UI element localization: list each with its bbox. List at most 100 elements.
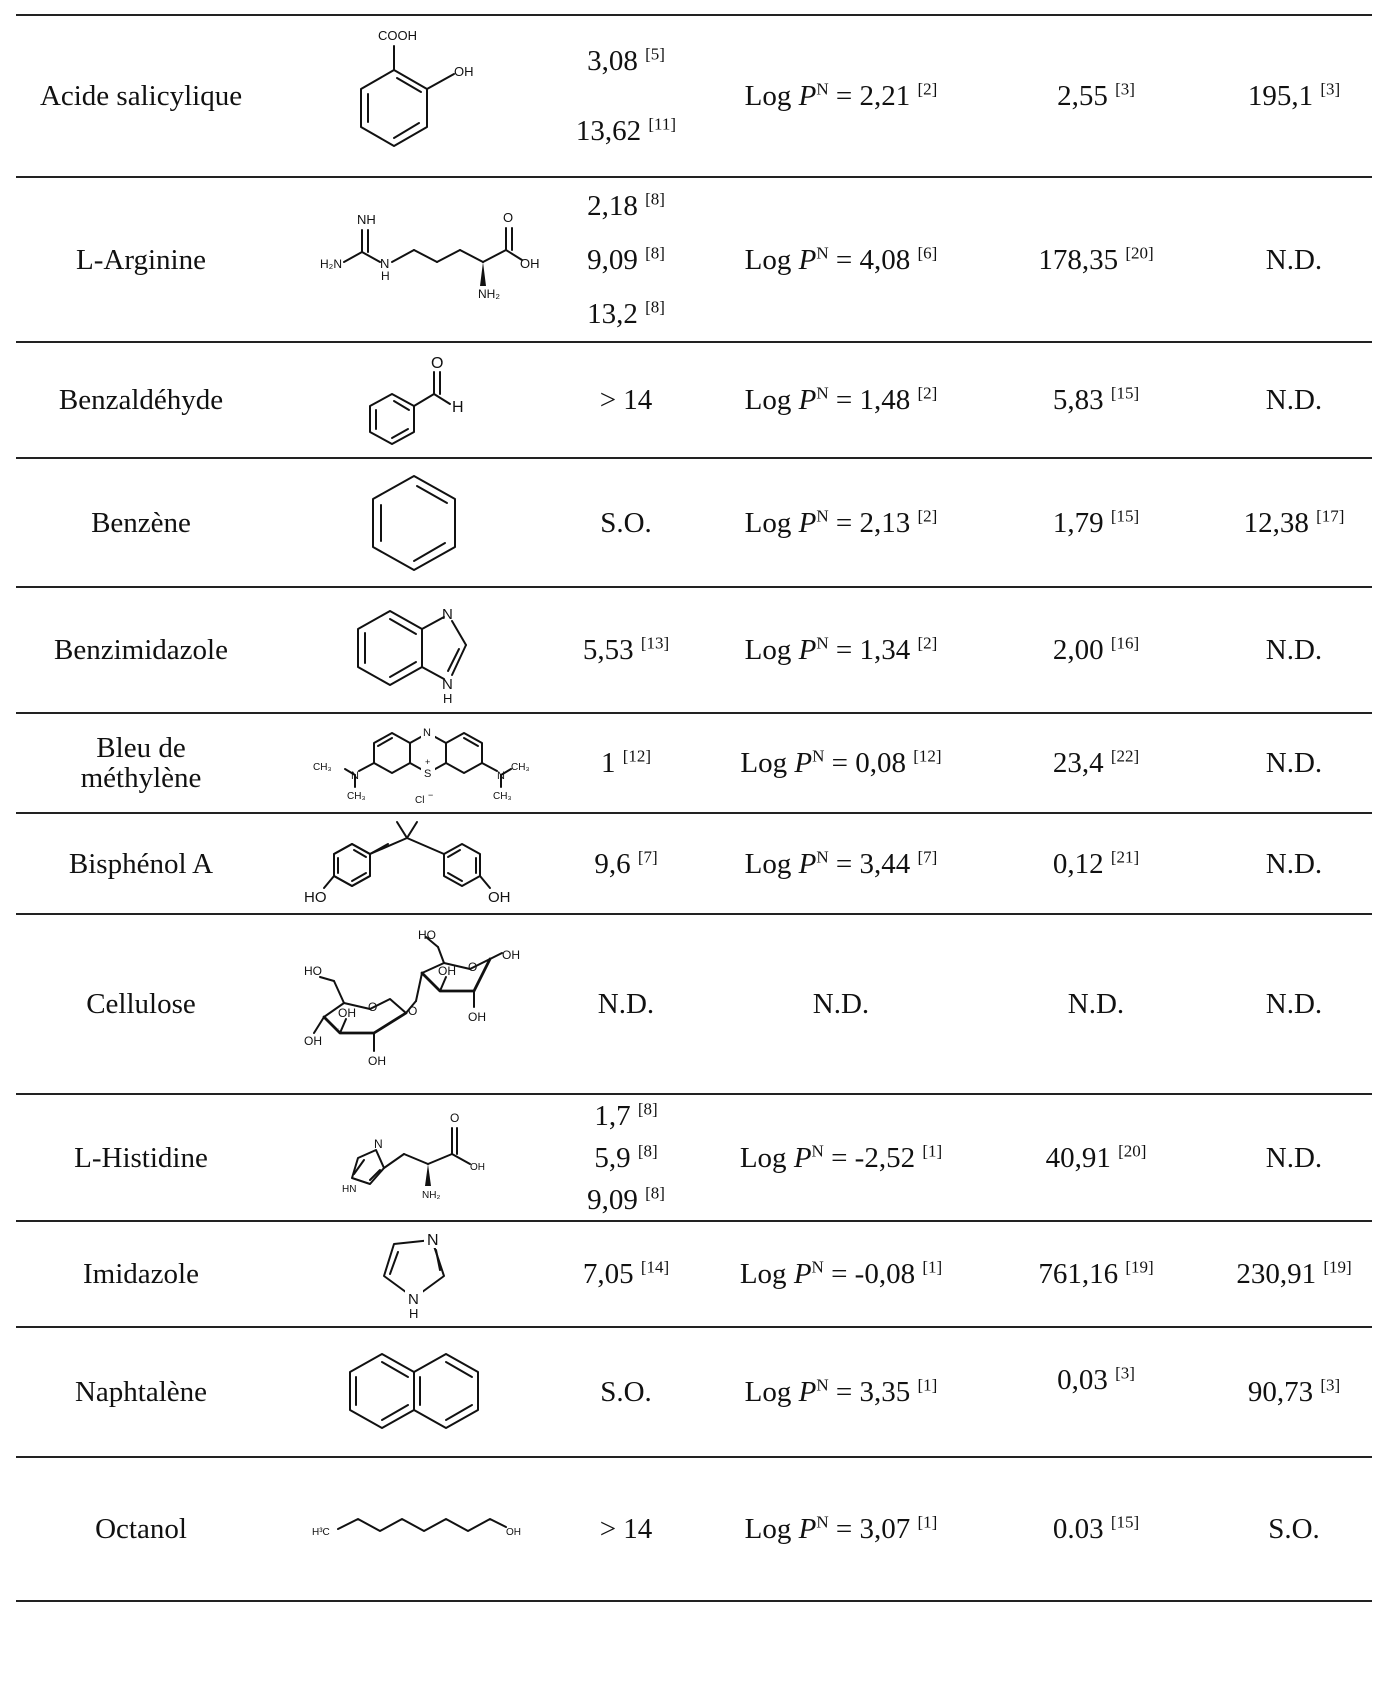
atom-label: S xyxy=(424,768,431,780)
table-row: Bisphénol A HO OH 9,6 xyxy=(16,812,1372,913)
logp-cell: Log PN = 3,35 [1] xyxy=(706,1328,976,1456)
reference: [2] xyxy=(917,633,938,653)
naphthalene-structure xyxy=(348,1353,479,1429)
table-row: Benzène S.O. Log PN = 2,13 [2] 1,79 [15]… xyxy=(16,457,1372,586)
logp-value: = 1,48 xyxy=(828,384,918,416)
pka-value: 9,6 xyxy=(594,847,638,880)
atom-label: CH₃ xyxy=(313,762,332,773)
logp-var: P xyxy=(798,1376,817,1408)
last-value: N.D. xyxy=(1265,747,1323,779)
solubility-cell: 2,00 [16] xyxy=(976,588,1216,712)
table-row: Octanol H³C OH > 14 Log PN = 3,07 [1] 0.… xyxy=(16,1456,1372,1602)
structure-benzaldehyde: O H xyxy=(281,343,546,457)
reference: [14] xyxy=(640,1257,670,1277)
pka-cell: > 14 xyxy=(546,1458,706,1600)
logp-sup: N xyxy=(816,846,829,866)
logp-cell: N.D. xyxy=(706,915,976,1093)
logp-var: P xyxy=(794,747,813,779)
last-value-cell: N.D. xyxy=(1216,588,1372,712)
pka-value: S.O. xyxy=(600,1376,652,1408)
table-row: L-Histidine O N OH HN NH₂ 1,7 [8] xyxy=(16,1093,1372,1220)
structure-l-histidine: O N OH HN NH₂ xyxy=(281,1095,546,1220)
pka-value: 1,7 xyxy=(594,1099,638,1132)
reference: [7] xyxy=(637,846,658,866)
structure-benzimidazole: N N H xyxy=(281,588,546,712)
compound-name: Bisphénol A xyxy=(68,847,214,880)
atom-label: N xyxy=(380,256,389,271)
atom-label: N xyxy=(374,1137,383,1151)
atom-label: OH xyxy=(468,1010,486,1024)
atom-label: NH xyxy=(357,212,376,227)
atom-label: H₂N xyxy=(320,257,342,271)
reference: [2] xyxy=(917,505,938,525)
logp-prefix: Log xyxy=(744,506,799,539)
last-value-cell: N.D. xyxy=(1216,714,1372,812)
reference: [22] xyxy=(1110,746,1140,766)
structure-octanol: H³C OH xyxy=(281,1458,546,1600)
atom-label: OH xyxy=(368,1054,386,1068)
pka-cell: S.O. xyxy=(546,1328,706,1456)
reference: [20] xyxy=(1118,1140,1147,1160)
reference: [8] xyxy=(645,1182,665,1202)
reference: [8] xyxy=(645,242,665,262)
logp-sup: N xyxy=(816,633,829,653)
atom-label: N xyxy=(442,606,453,623)
solubility-value: 2,55 xyxy=(1057,80,1116,112)
benzimidazole-structure: N N H xyxy=(356,606,467,706)
logp-prefix: Log xyxy=(744,80,799,112)
reference: [15] xyxy=(1110,505,1140,525)
logp-value: = -2,52 xyxy=(823,1141,923,1174)
table-row: Benzaldéhyde O H > 14 Log PN = 1,48 [2] … xyxy=(16,341,1372,457)
solubility-value: 5,83 xyxy=(1052,384,1111,416)
atom-label: N xyxy=(442,676,453,693)
solubility-value: 761,16 xyxy=(1038,1258,1126,1290)
last-value: N.D. xyxy=(1265,847,1323,880)
structure-salicylic-acid: COOH OH xyxy=(281,16,546,176)
reference: [12] xyxy=(913,746,942,766)
pka-cell: 2,18 [8] 9,09 [8] 13,2 [8] xyxy=(546,178,706,341)
logp-value: = 4,08 xyxy=(828,243,918,276)
logp-cell: Log PN = 1,48 [2] xyxy=(706,343,976,457)
atom-label: CH₃ xyxy=(347,791,366,802)
compound-name: Cellulose xyxy=(86,988,196,1020)
pka-value: 3,08 xyxy=(587,45,646,77)
benzene-structure xyxy=(371,474,456,571)
atom-label: N xyxy=(427,1232,439,1249)
compound-name-line: méthylène xyxy=(80,762,202,794)
reference: [19] xyxy=(1323,1257,1352,1277)
pka-cell: 7,05 [14] xyxy=(546,1222,706,1326)
reference: [3] xyxy=(1320,79,1341,99)
imidazole-structure: N N H xyxy=(382,1230,445,1321)
last-value: N.D. xyxy=(1265,243,1323,276)
compound-name: Benzaldéhyde xyxy=(58,384,224,416)
logp-prefix: Log xyxy=(744,1376,799,1408)
l-arginine-structure: NH H₂N N H O OH NH₂ xyxy=(320,210,540,301)
bisphenol-a-structure: HO OH xyxy=(304,820,510,906)
pka-value: > 14 xyxy=(599,1513,653,1545)
solubility-value: 2,00 xyxy=(1052,634,1111,666)
logp-cell: Log PN = -0,08 [1] xyxy=(706,1222,976,1326)
compound-name: Imidazole xyxy=(83,1258,199,1290)
pka-cell: N.D. xyxy=(546,915,706,1093)
pka-cell: 1 [12] xyxy=(546,714,706,812)
solubility-cell: 761,16 [19] xyxy=(976,1222,1216,1326)
atom-label: CH₃ xyxy=(493,791,512,802)
logp-value: = 3,44 xyxy=(828,847,918,880)
reference: [2] xyxy=(917,79,938,99)
logp-sup: N xyxy=(811,1257,824,1277)
solubility-cell: 2,55 [3] xyxy=(976,16,1216,176)
reference: [2] xyxy=(917,383,938,403)
solubility-cell: 0,12 [21] xyxy=(976,814,1216,913)
logp-cell: Log PN = -2,52 [1] xyxy=(706,1095,976,1220)
structure-imidazole: N N H xyxy=(281,1222,546,1326)
structure-l-arginine: NH H₂N N H O OH NH₂ xyxy=(281,178,546,341)
last-value: 195,1 xyxy=(1247,80,1321,112)
logp-prefix: Log xyxy=(744,243,799,276)
logp-sup: N xyxy=(812,746,825,766)
logp-prefix: Log xyxy=(744,634,799,666)
table-row: Bleu de méthylène N S + CH₃ xyxy=(16,712,1372,812)
table-row: Acide salicylique COOH OH 3,08 [5] 13,62… xyxy=(16,14,1372,176)
last-value: 12,38 xyxy=(1243,506,1317,539)
logp-var: P xyxy=(798,506,817,539)
logp-var: P xyxy=(798,847,817,880)
